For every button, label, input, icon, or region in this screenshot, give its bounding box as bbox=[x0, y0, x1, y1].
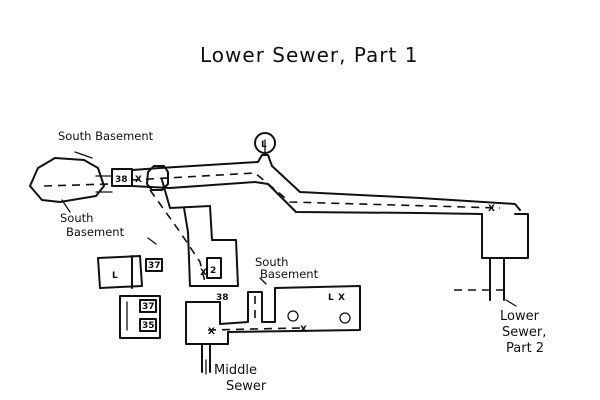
west-ladder-room bbox=[97, 255, 143, 289]
west-connector bbox=[95, 175, 113, 193]
map-title: Lower Sewer, Part 1 bbox=[200, 43, 418, 67]
x-mark-northeast: X bbox=[338, 293, 345, 303]
east-shaft bbox=[489, 257, 505, 301]
door-2-box bbox=[206, 257, 222, 279]
west-chamber bbox=[29, 157, 105, 203]
label-south-basement-left-2: Basement bbox=[66, 225, 125, 239]
door-35 bbox=[139, 318, 157, 332]
door-38-left bbox=[111, 168, 133, 187]
ladder-right-label: L bbox=[328, 293, 334, 303]
main-tunnel-path bbox=[131, 172, 501, 209]
door-2-label: 2 bbox=[210, 266, 216, 276]
arrow-south-basement-center bbox=[147, 237, 157, 245]
x-mark-south: X bbox=[208, 327, 215, 337]
ladder-top-label: L bbox=[261, 140, 267, 150]
door-37-top-label: 37 bbox=[148, 261, 161, 271]
center-shaft-room bbox=[161, 179, 239, 287]
door-38-left-label: 38 bbox=[115, 175, 128, 185]
x-mark-east: X bbox=[488, 204, 495, 214]
junction-node bbox=[146, 165, 169, 191]
south-hall bbox=[185, 285, 361, 345]
label-middle-sewer-2: Sewer bbox=[226, 379, 267, 394]
label-middle-sewer-1: Middle bbox=[214, 363, 257, 378]
ladder-top-icon bbox=[254, 132, 276, 154]
main-tunnel-north-wall bbox=[131, 154, 521, 211]
lower-west-room bbox=[119, 295, 161, 339]
valve-icon bbox=[339, 312, 351, 324]
west-chamber-path bbox=[43, 183, 111, 187]
arrow-south-basement-mid bbox=[259, 277, 267, 285]
valve-icon bbox=[287, 310, 299, 322]
arrow-south-basement-top bbox=[74, 151, 93, 159]
x-mark-hall: X bbox=[300, 325, 307, 335]
label-south-basement-left-1: South bbox=[60, 211, 93, 225]
label-south-basement-top: South Basement bbox=[58, 129, 154, 143]
label-lower-sewer-1: Lower bbox=[500, 309, 540, 324]
door-35-label: 35 bbox=[142, 321, 155, 331]
x-mark-shaft: X bbox=[200, 268, 207, 278]
door-37-low bbox=[139, 299, 157, 313]
south-exit-shaft bbox=[201, 343, 211, 373]
label-lower-sewer-2: Sewer, bbox=[502, 325, 546, 340]
label-lower-sewer-3: Part 2 bbox=[506, 341, 544, 356]
door-38-center-label: 38 bbox=[216, 293, 229, 303]
door-37-low-label: 37 bbox=[142, 302, 155, 312]
arrow-south-basement-left bbox=[61, 199, 71, 213]
east-chamber bbox=[481, 213, 529, 259]
door-37-top bbox=[145, 258, 163, 272]
label-south-basement-mid-1: South bbox=[255, 255, 288, 269]
label-south-basement-mid-2: Basement bbox=[260, 267, 319, 281]
south-hall-path bbox=[207, 327, 301, 331]
arrow-lower-sewer bbox=[505, 299, 517, 307]
ladder-left-label: L bbox=[112, 271, 118, 281]
